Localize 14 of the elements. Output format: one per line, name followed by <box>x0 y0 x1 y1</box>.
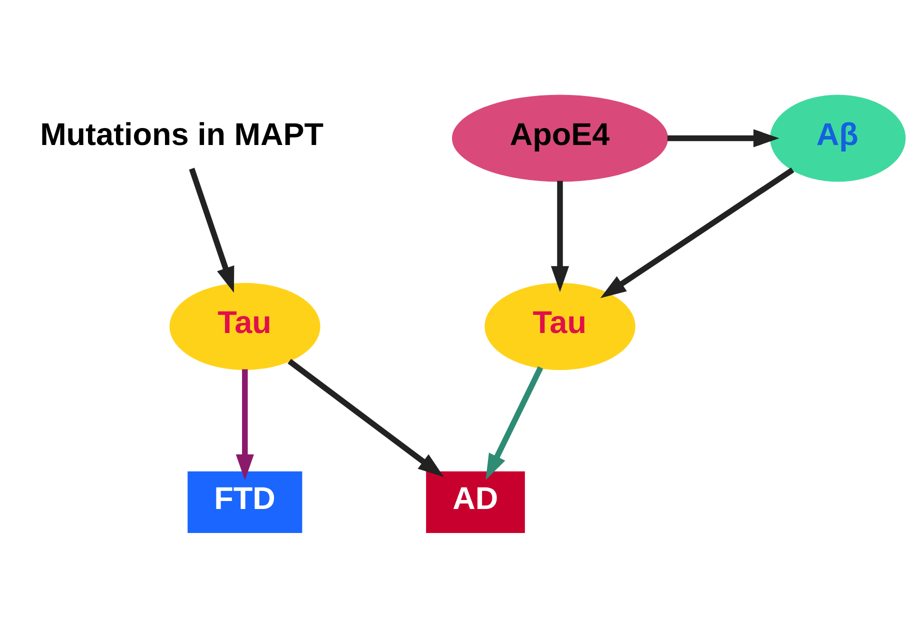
arrow <box>600 167 794 298</box>
node-ellipse: Tau <box>170 282 320 370</box>
node-ellipse: Aβ <box>770 94 906 182</box>
node-box: FTD <box>188 470 302 532</box>
node-text: Mutations in MAPT <box>40 115 324 152</box>
arrow <box>189 167 234 292</box>
arrow <box>486 366 544 480</box>
arrow <box>667 128 780 147</box>
node-ellipse: Tau <box>484 282 636 370</box>
node-ellipse: ApoE4 <box>452 94 668 182</box>
arrow <box>550 180 570 292</box>
node-box: AD <box>426 470 525 532</box>
arrow <box>236 368 254 480</box>
arrow <box>288 358 444 477</box>
